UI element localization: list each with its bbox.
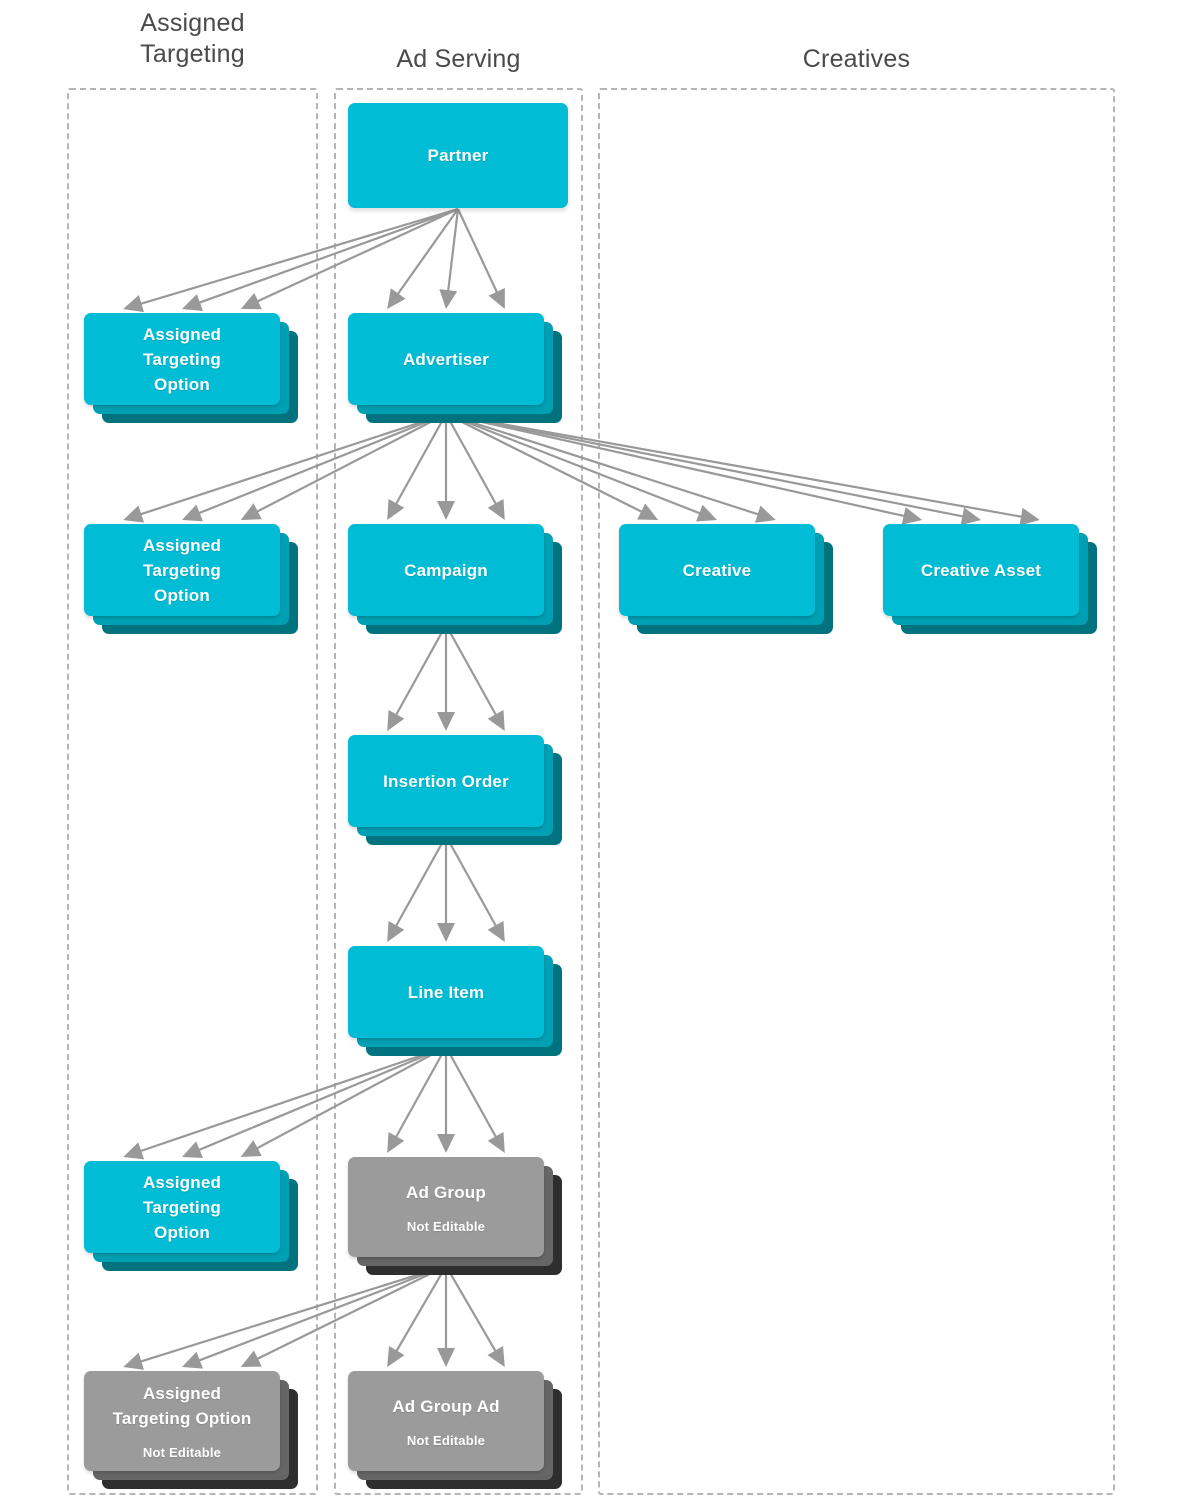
node-face[interactable]: Creative — [619, 524, 815, 616]
node-face[interactable]: Campaign — [348, 524, 544, 616]
node-ad-group-ad[interactable]: Ad Group Ad Not Editable — [348, 1371, 562, 1489]
node-face[interactable]: Creative Asset — [883, 524, 1079, 616]
node-face[interactable]: Assigned Targeting Option — [84, 1161, 280, 1253]
node-assigned-targeting-option-advertiser[interactable]: Assigned Targeting Option — [84, 524, 298, 634]
node-creative-asset[interactable]: Creative Asset — [883, 524, 1097, 634]
node-campaign[interactable]: Campaign — [348, 524, 562, 634]
node-title: Creative — [682, 560, 752, 580]
region-assigned-targeting — [67, 88, 318, 1495]
node-face[interactable]: Partner — [348, 103, 568, 208]
node-line-item[interactable]: Line Item — [348, 946, 562, 1056]
node-advertiser[interactable]: Advertiser — [348, 313, 562, 423]
node-title: Campaign — [404, 560, 488, 580]
node-title: Assigned Targeting Option — [112, 1384, 252, 1428]
node-title: Insertion Order — [383, 771, 509, 791]
node-face[interactable]: Advertiser — [348, 313, 544, 405]
node-title: Creative Asset — [920, 560, 1042, 580]
node-title: Ad Group Ad — [392, 1396, 500, 1416]
node-partner[interactable]: Partner — [348, 103, 586, 226]
column-header-assigned-targeting: Assigned Targeting — [140, 9, 245, 68]
node-title: Line Item — [407, 982, 485, 1002]
node-face[interactable]: Line Item — [348, 946, 544, 1038]
column-header-creatives: Creatives — [802, 45, 911, 73]
node-title: Advertiser — [402, 349, 490, 369]
region-creatives — [598, 88, 1115, 1495]
node-insertion-order[interactable]: Insertion Order — [348, 735, 562, 845]
region-ad-serving — [334, 88, 583, 1495]
node-not-editable-label: Not Editable — [406, 1432, 486, 1448]
node-title: Ad Group — [406, 1182, 486, 1202]
node-creative[interactable]: Creative — [619, 524, 833, 634]
node-face[interactable]: Ad Group Ad Not Editable — [348, 1371, 544, 1471]
node-face[interactable]: Assigned Targeting Option — [84, 313, 280, 405]
node-title: Assigned Targeting Option — [142, 535, 222, 605]
node-assigned-targeting-option-line-item[interactable]: Assigned Targeting Option — [84, 1161, 298, 1271]
node-title: Assigned Targeting Option — [142, 324, 222, 394]
node-title: Partner — [427, 146, 489, 165]
node-not-editable-label: Not Editable — [406, 1218, 486, 1234]
node-face[interactable]: Insertion Order — [348, 735, 544, 827]
column-header-ad-serving: Ad Serving — [396, 45, 521, 73]
node-assigned-targeting-option-partner[interactable]: Assigned Targeting Option — [84, 313, 298, 423]
node-title: Assigned Targeting Option — [142, 1172, 222, 1242]
node-face[interactable]: Assigned Targeting Option — [84, 524, 280, 616]
node-not-editable-label: Not Editable — [142, 1445, 222, 1460]
